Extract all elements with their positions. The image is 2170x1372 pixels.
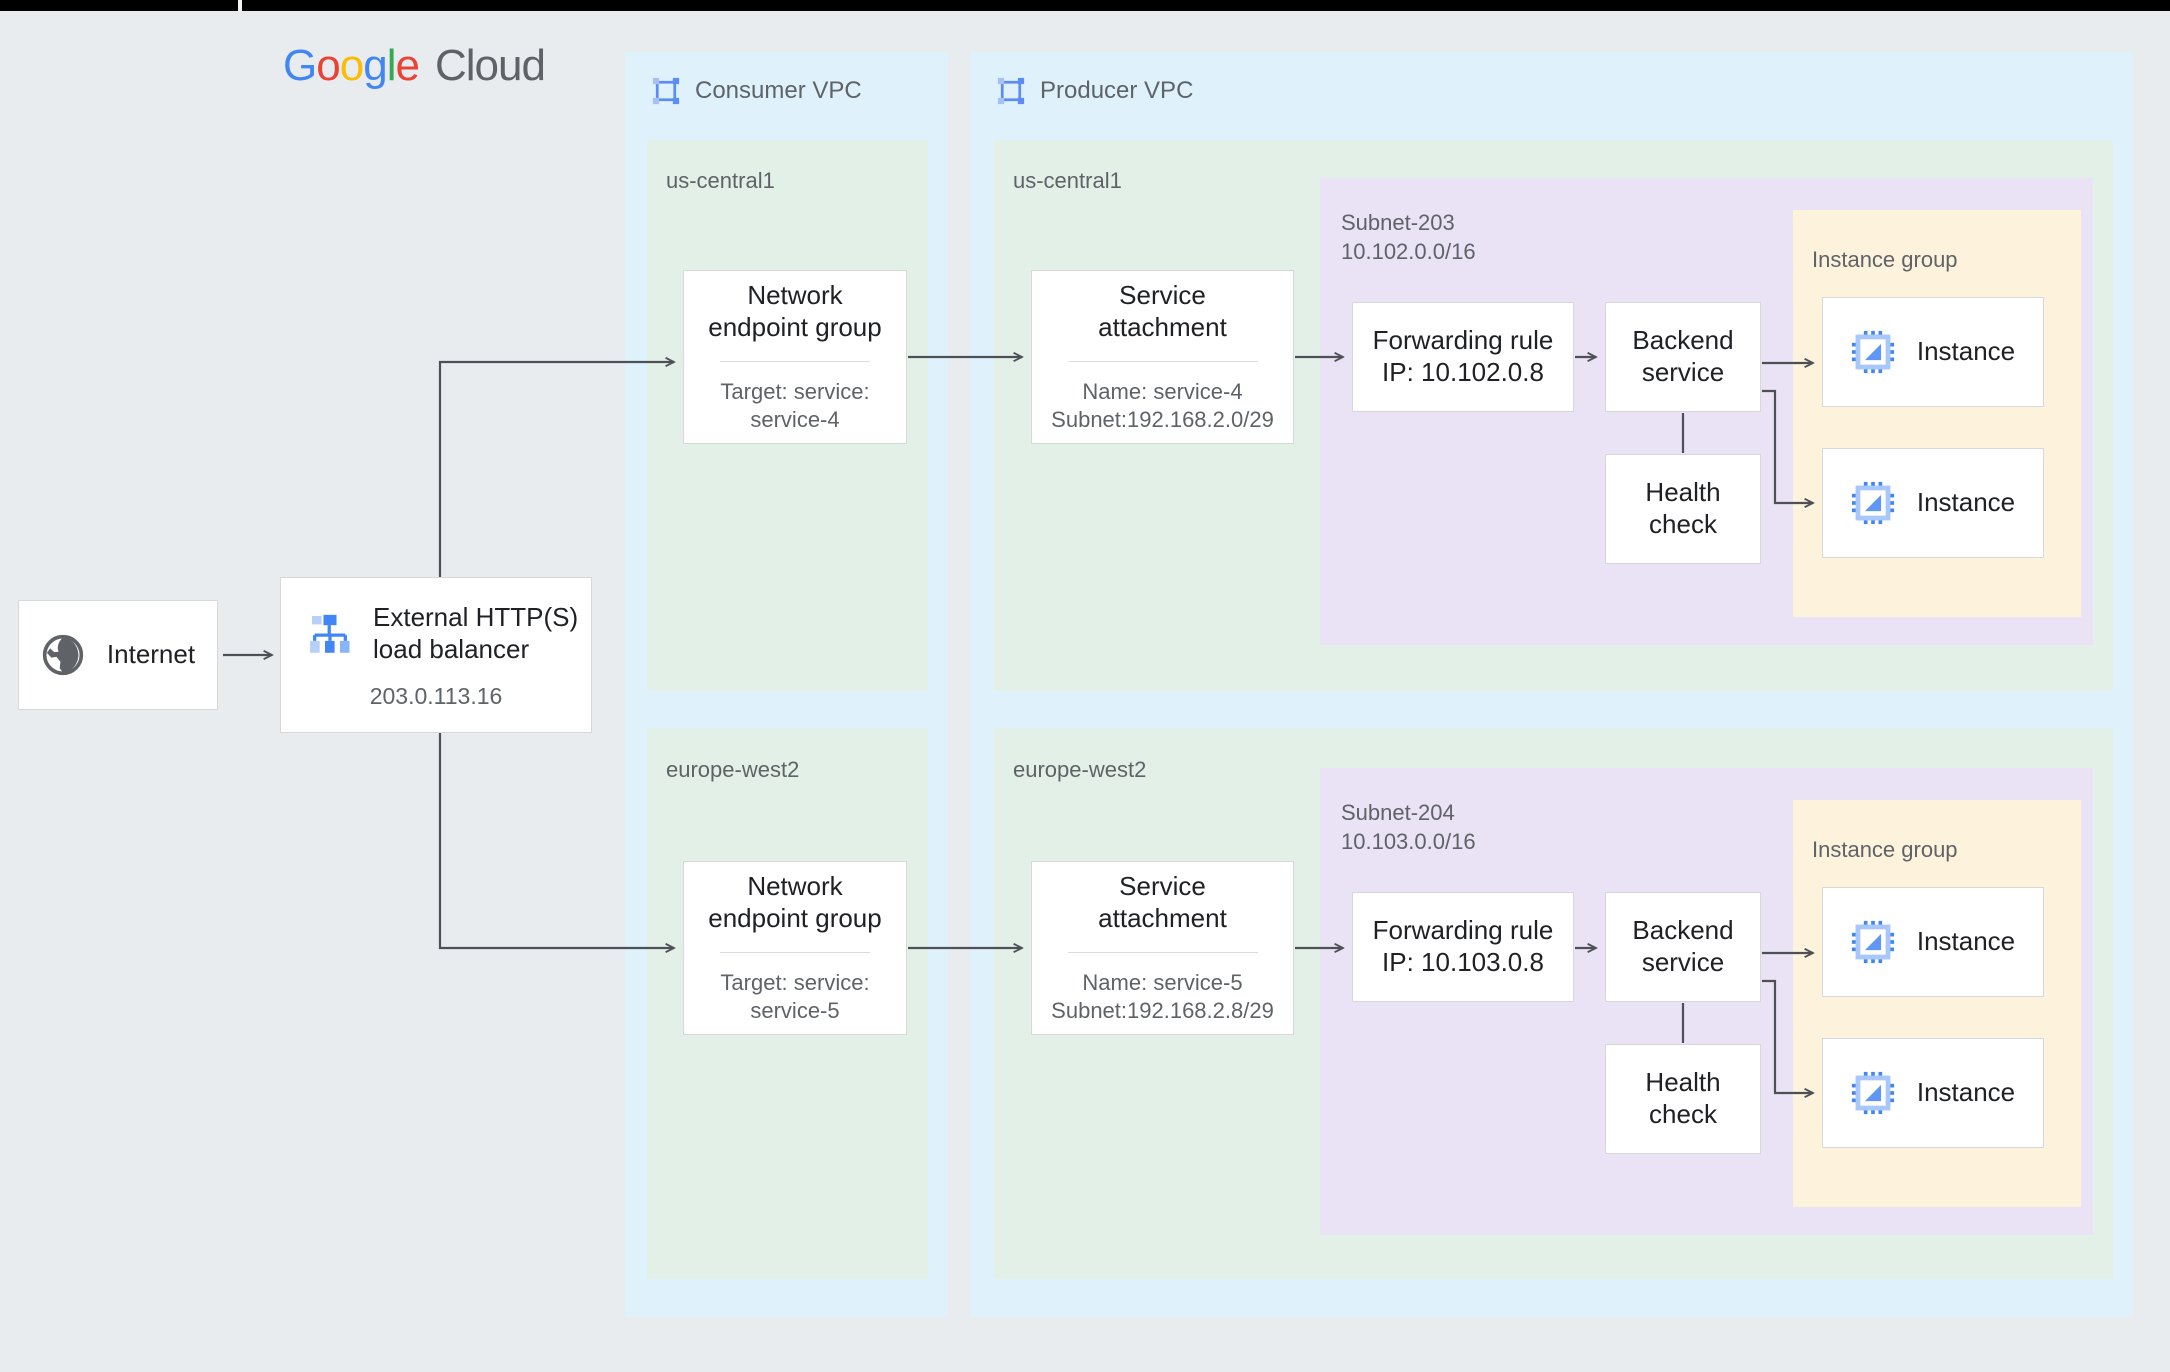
instance-204-2-label: Instance xyxy=(1916,1077,2016,1108)
lb-ip-address: 203.0.113.16 xyxy=(369,683,503,710)
neg-title-line1: Network xyxy=(747,280,843,311)
sa-divider xyxy=(1067,360,1258,362)
forwarding-rule-203[interactable]: Forwarding rule IP: 10.102.0.8 xyxy=(1352,302,1574,412)
bs2-line2: service xyxy=(1641,947,1725,977)
fr-line1: Forwarding rule xyxy=(1372,325,1554,356)
sa2-sub-line2: Subnet:192.168.2.8/29 xyxy=(1051,997,1274,1023)
sa-title-line2: attachment xyxy=(1098,311,1227,342)
globe-icon xyxy=(41,633,85,677)
neg-sub-line2: service-4 xyxy=(750,406,840,432)
load-balancer-icon xyxy=(307,611,353,657)
fr2-line2: IP: 10.103.0.8 xyxy=(1382,947,1544,977)
service-attachment-us-central1[interactable]: Service attachment Name: service-4 Subne… xyxy=(1031,270,1294,444)
health-check-203[interactable]: Health check xyxy=(1605,454,1761,564)
instance-204-1[interactable]: Instance xyxy=(1822,887,2044,997)
neg-divider xyxy=(720,360,870,362)
hc-line2: check xyxy=(1649,509,1717,539)
bs-line1: Backend xyxy=(1632,325,1734,356)
subnet-204-label: Subnet-204 10.103.0.0/16 xyxy=(1341,798,1476,857)
producer-vpc-label: Producer VPC xyxy=(1040,77,1194,104)
logo-word-cloud: Cloud xyxy=(434,41,546,90)
hc-line1: Health xyxy=(1645,477,1721,508)
logo-letter-g2: g xyxy=(363,41,388,90)
external-http-load-balancer-node[interactable]: External HTTP(S) load balancer 203.0.113… xyxy=(280,577,592,733)
instance-203-2[interactable]: Instance xyxy=(1822,448,2044,558)
sa-title-line1: Service xyxy=(1119,280,1206,311)
neg2-sub-line2: service-5 xyxy=(750,997,840,1023)
producer-region-europe-west2-label: europe-west2 xyxy=(1013,757,1147,782)
producer-vpc-header: Producer VPC xyxy=(996,76,1193,106)
neg2-title-line1: Network xyxy=(747,871,843,902)
consumer-vpc-header: Consumer VPC xyxy=(651,76,862,106)
backend-service-204[interactable]: Backend service xyxy=(1605,892,1761,1002)
instance-204-2[interactable]: Instance xyxy=(1822,1038,2044,1148)
health-check-204[interactable]: Health check xyxy=(1605,1044,1761,1154)
instance-203-1-label: Instance xyxy=(1916,336,2016,367)
top-black-bar xyxy=(0,0,2170,11)
top-bar-notch xyxy=(238,0,242,11)
neg2-sub-line1: Target: service: xyxy=(720,969,870,995)
backend-service-203[interactable]: Backend service xyxy=(1605,302,1761,412)
consumer-region-europe-west2-label: europe-west2 xyxy=(666,757,800,782)
producer-region-us-central1-label: us-central1 xyxy=(1013,168,1122,193)
vpc-icon xyxy=(996,76,1026,106)
neg-sub-line1: Target: service: xyxy=(720,378,870,404)
sa-sub-line1: Name: service-4 xyxy=(1082,378,1243,404)
subnet-203-label: Subnet-203 10.102.0.0/16 xyxy=(1341,208,1476,267)
instance-chip-icon xyxy=(1851,481,1895,525)
neg2-divider xyxy=(720,951,870,953)
vpc-icon xyxy=(651,76,681,106)
fr-line2: IP: 10.102.0.8 xyxy=(1382,357,1544,387)
sa2-title-line1: Service xyxy=(1119,871,1206,902)
neg-title-line2: endpoint group xyxy=(708,311,882,342)
fr2-line1: Forwarding rule xyxy=(1372,915,1554,946)
instance-203-2-label: Instance xyxy=(1916,487,2016,518)
subnet-203-name: Subnet-203 xyxy=(1341,210,1455,235)
load-balancer-title: External HTTP(S) load balancer xyxy=(373,602,578,665)
network-endpoint-group-europe-west2[interactable]: Network endpoint group Target: service: … xyxy=(683,861,907,1035)
bs-line2: service xyxy=(1641,357,1725,387)
instance-chip-icon xyxy=(1851,1071,1895,1115)
logo-letter-e: e xyxy=(395,41,420,90)
instance-chip-icon xyxy=(1851,330,1895,374)
internet-label: Internet xyxy=(106,639,196,670)
instance-group-203-label: Instance group xyxy=(1812,247,1958,272)
instance-chip-icon xyxy=(1851,920,1895,964)
sa2-title-line2: attachment xyxy=(1098,902,1227,933)
subnet-204-name: Subnet-204 xyxy=(1341,800,1455,825)
logo-letter-o1: o xyxy=(316,41,341,90)
instance-203-1[interactable]: Instance xyxy=(1822,297,2044,407)
network-endpoint-group-us-central1[interactable]: Network endpoint group Target: service: … xyxy=(683,270,907,444)
neg2-title-line2: endpoint group xyxy=(708,902,882,933)
hc2-line2: check xyxy=(1649,1099,1717,1129)
consumer-region-us-central1-label: us-central1 xyxy=(666,168,775,193)
internet-node[interactable]: Internet xyxy=(18,600,218,710)
hc2-line1: Health xyxy=(1645,1067,1721,1098)
sa-sub-line2: Subnet:192.168.2.0/29 xyxy=(1051,406,1274,432)
instance-group-204-label: Instance group xyxy=(1812,837,1958,862)
service-attachment-europe-west2[interactable]: Service attachment Name: service-5 Subne… xyxy=(1031,861,1294,1035)
bs2-line1: Backend xyxy=(1632,915,1734,946)
instance-204-1-label: Instance xyxy=(1916,926,2016,957)
sa2-divider xyxy=(1067,951,1258,953)
logo-letter-l: l xyxy=(386,41,397,90)
sa2-sub-line1: Name: service-5 xyxy=(1082,969,1243,995)
consumer-vpc-label: Consumer VPC xyxy=(695,77,862,104)
lb-title-line2: load balancer xyxy=(373,633,530,664)
logo-letter-o2: o xyxy=(339,41,365,90)
subnet-203-cidr: 10.102.0.0/16 xyxy=(1341,239,1476,265)
subnet-204-cidr: 10.103.0.0/16 xyxy=(1341,829,1476,855)
logo-letter-g: G xyxy=(283,41,317,90)
forwarding-rule-204[interactable]: Forwarding rule IP: 10.103.0.8 xyxy=(1352,892,1574,1002)
lb-title-line1: External HTTP(S) xyxy=(373,602,579,632)
